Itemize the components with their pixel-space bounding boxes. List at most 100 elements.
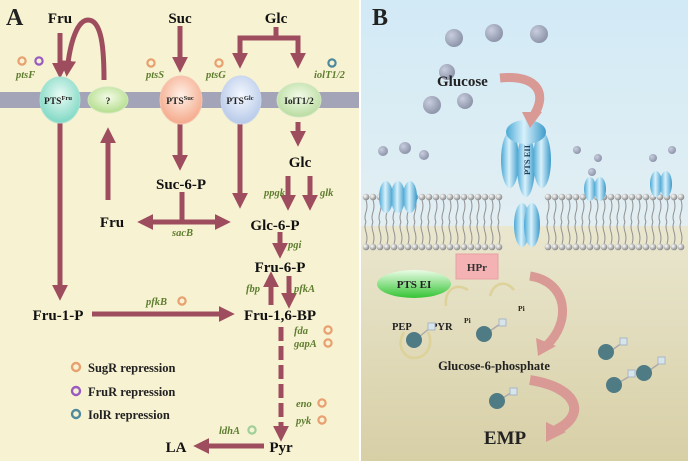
lipid-tail xyxy=(546,199,550,223)
svg-text:PTSFru: PTSFru xyxy=(44,95,72,107)
pts-fru-sup: Fru xyxy=(61,95,72,102)
metabolite-fru-mid: Fru xyxy=(100,215,124,231)
lipid-tail xyxy=(581,221,585,245)
lipid-head xyxy=(677,243,685,251)
lipid-tail xyxy=(441,221,445,245)
lipid-head xyxy=(614,243,622,251)
lipid-head xyxy=(642,243,650,251)
pts-glc-sup: Glc xyxy=(244,95,254,102)
gene-iolt: iolT1/2 xyxy=(314,70,346,81)
lipid-tail xyxy=(455,221,459,245)
lipid-head xyxy=(621,243,629,251)
lipid-head xyxy=(369,243,377,251)
metabolite-fru-top: Fru xyxy=(48,11,72,27)
gene-eno: eno xyxy=(296,399,312,410)
lipid-tail xyxy=(630,199,634,223)
lipid-tail xyxy=(574,221,578,245)
lipid-tail xyxy=(490,221,494,245)
lipid-tail xyxy=(637,221,641,245)
lipid-tail xyxy=(427,221,431,245)
glucose-molecules xyxy=(378,24,676,176)
pts-ei-label: PTS EI xyxy=(397,279,432,291)
lipid-tail xyxy=(399,221,403,245)
metabolite-suc: Suc xyxy=(168,11,192,27)
panel-a-label: A xyxy=(6,5,24,31)
lipid-head xyxy=(579,193,587,201)
lipid-tail xyxy=(448,221,452,245)
g6p-arrow xyxy=(528,271,567,350)
small-transporters xyxy=(379,171,672,213)
gene-gapa: gapA xyxy=(293,339,317,350)
marker-sugr-ptsf xyxy=(17,56,27,66)
pyr-label: PYR xyxy=(431,322,453,333)
unknown-transporter: ? xyxy=(87,86,129,114)
panel-a: A PTSFru xyxy=(0,0,360,461)
lipid-head xyxy=(432,243,440,251)
lipid-tail xyxy=(462,221,466,245)
emp-arrow xyxy=(529,375,580,435)
gene-ldha: ldhA xyxy=(219,426,240,437)
lipid-tail xyxy=(616,221,620,245)
lipid-head xyxy=(600,243,608,251)
lipid-tail xyxy=(441,199,445,223)
pi-right-label: Pi xyxy=(518,304,525,313)
arrow-glc-to-iolt xyxy=(276,35,307,69)
gene-fda: fda xyxy=(294,326,308,337)
marker-sugr-fda xyxy=(323,325,333,335)
lipid-tail xyxy=(371,199,375,223)
hpr xyxy=(455,253,499,280)
lipid-head xyxy=(439,243,447,251)
lipid-tail xyxy=(483,199,487,223)
metabolite-glc6p: Glc-6-P xyxy=(250,218,299,234)
marker-sugr-pfkb xyxy=(177,296,187,306)
lipid-tail xyxy=(672,221,676,245)
metabolite-la: LA xyxy=(166,440,187,456)
pts-suc-sup: Suc xyxy=(184,95,194,102)
arrow-fru-uptake-loop xyxy=(60,17,107,81)
lipid-tail xyxy=(497,221,501,245)
lipid-head xyxy=(453,193,461,201)
metabolite-fru16bp: Fru-1,6-BP xyxy=(244,308,316,324)
lipid-tail xyxy=(595,221,599,245)
lipid-tail xyxy=(406,221,410,245)
metabolite-suc6p: Suc-6-P xyxy=(156,177,206,193)
lipid-head xyxy=(432,193,440,201)
pts-suc-label: PTS xyxy=(166,97,183,107)
lipid-tail xyxy=(644,199,648,223)
lipid-tail xyxy=(658,221,662,245)
marker-iolr-iolt xyxy=(327,58,337,68)
lipid-head xyxy=(418,193,426,201)
lipid-tail xyxy=(679,199,683,223)
svg-text:PTSGlc: PTSGlc xyxy=(226,95,253,107)
lipid-tail xyxy=(623,199,627,223)
iolt-label: IolT1/2 xyxy=(284,97,314,107)
gene-ptss: ptsS xyxy=(145,70,164,81)
lipid-tail xyxy=(434,199,438,223)
marker-sugr-ptsg xyxy=(214,58,224,68)
gene-ptsf: ptsF xyxy=(15,70,35,81)
lipid-tail xyxy=(630,221,634,245)
pts-fru-label: PTS xyxy=(44,97,61,107)
lipid-tail xyxy=(427,199,431,223)
lipid-head xyxy=(607,243,615,251)
lipid-tail xyxy=(448,199,452,223)
gene-fbp: fbp xyxy=(246,284,260,295)
lipid-tail xyxy=(567,221,571,245)
lipid-head xyxy=(663,243,671,251)
lipid-tail xyxy=(434,221,438,245)
glucose-label: Glucose xyxy=(437,74,488,90)
lipid-head xyxy=(593,243,601,251)
lipid-head xyxy=(390,243,398,251)
marker-sugr-eno xyxy=(317,398,327,408)
pts-eii-label: PTS EII xyxy=(522,144,532,175)
lipid-tail xyxy=(651,199,655,223)
gene-glk: glk xyxy=(319,188,334,199)
gene-ptsg: ptsG xyxy=(205,70,226,81)
lipid-head xyxy=(404,243,412,251)
lipid-head xyxy=(565,243,573,251)
gene-pyk: pyk xyxy=(295,416,312,427)
lipid-tail xyxy=(385,221,389,245)
lipid-head xyxy=(642,193,650,201)
pts-eii: PTS EII xyxy=(501,120,551,247)
lipid-head xyxy=(425,193,433,201)
